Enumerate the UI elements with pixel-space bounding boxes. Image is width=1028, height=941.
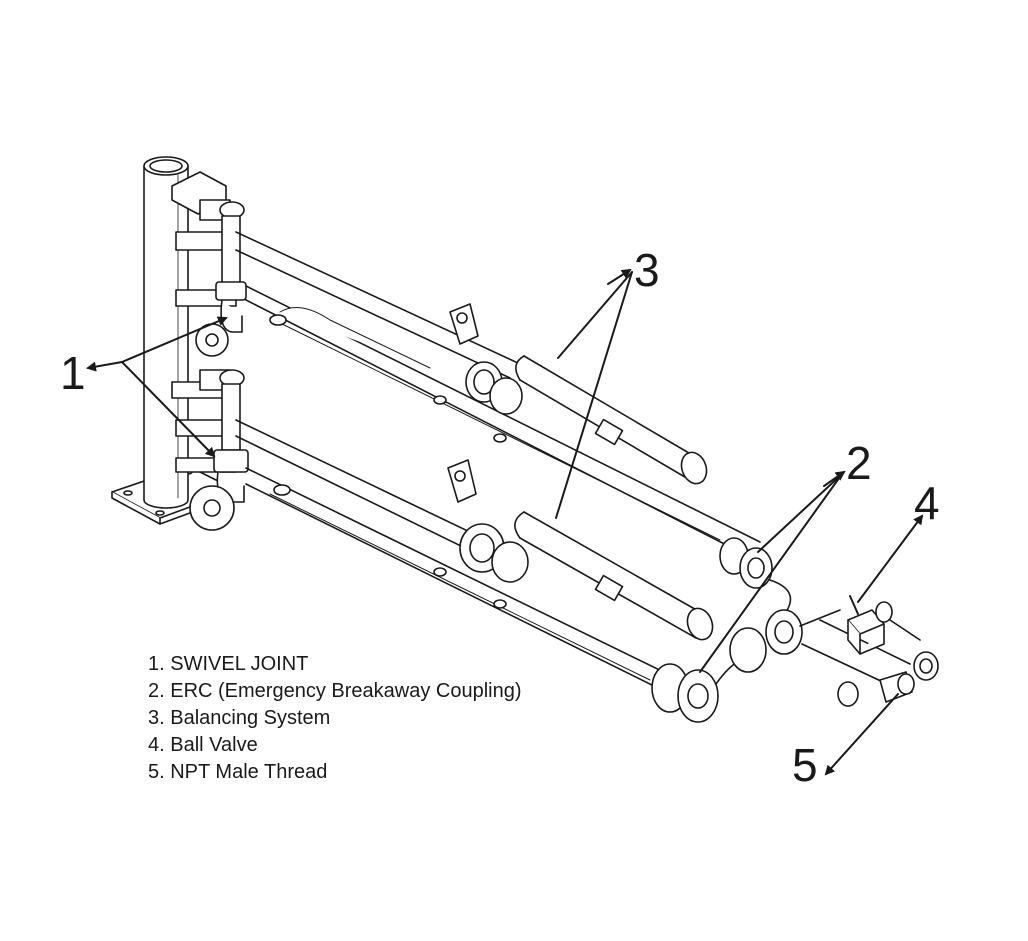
legend-item-ball-valve: 4. Ball Valve — [148, 734, 258, 756]
legend-item-balancing-system: 3. Balancing System — [148, 707, 331, 729]
lower-counterweight — [514, 511, 714, 641]
column — [143, 156, 189, 509]
leader-3a — [557, 271, 633, 359]
ball-valve — [847, 595, 939, 681]
lower-riser — [189, 383, 249, 531]
leader-3c — [607, 268, 632, 285]
upper-riser — [195, 215, 247, 357]
leader-4 — [857, 514, 924, 603]
leader-1b — [121, 361, 216, 458]
callout-2: 2 — [846, 437, 872, 489]
tee-connection — [729, 609, 911, 691]
legend-item-erc: 2. ERC (Emergency Breakaway Coupling) — [148, 680, 522, 702]
leader-5 — [824, 693, 899, 776]
leader-arrows — [86, 268, 924, 776]
leader-1c — [86, 361, 123, 372]
parts-legend: 1. SWIVEL JOINT 2. ERC (Emergency Breaka… — [148, 651, 522, 786]
callout-5: 5 — [792, 739, 818, 791]
upper-mount-brackets — [171, 171, 245, 307]
callout-1: 1 — [60, 347, 86, 399]
upper-erc-coupling — [719, 537, 792, 623]
legend-item-swivel-joint: 1. SWIVEL JOINT — [148, 653, 309, 675]
callout-3: 3 — [634, 244, 660, 296]
leader-2b — [699, 473, 843, 673]
leader-2a — [757, 473, 843, 553]
legend-item-npt-male-thread: 5. NPT Male Thread — [148, 761, 328, 783]
callout-4: 4 — [914, 477, 940, 529]
upper-mid-swivel — [449, 303, 523, 415]
lower-erc-coupling — [651, 656, 761, 723]
upper-counterweight — [515, 355, 708, 485]
upper-loading-arm — [235, 231, 761, 557]
leader-3b — [555, 271, 633, 519]
leader-1a — [121, 316, 228, 363]
leader-2c — [823, 470, 846, 487]
npt-male-thread — [837, 671, 915, 707]
lower-mid-swivel — [447, 459, 529, 583]
